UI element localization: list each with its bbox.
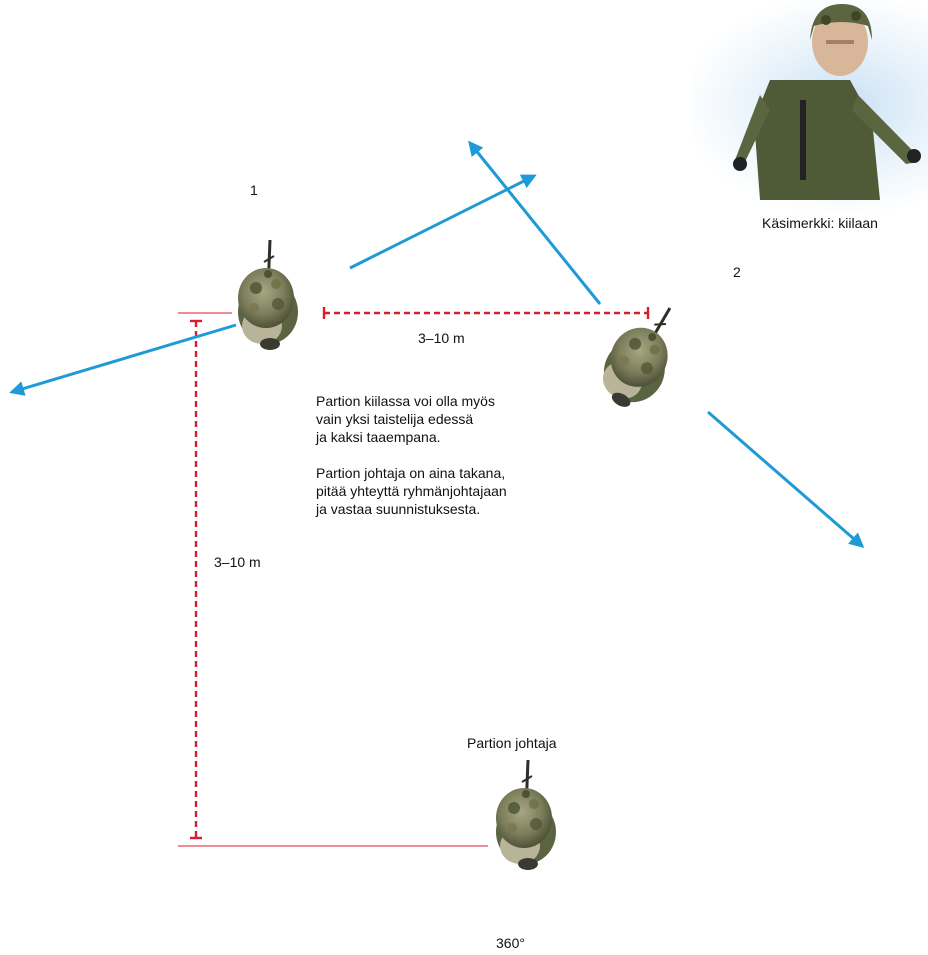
leader-figure (494, 758, 558, 872)
formation-notes: Partion kiilassa voi olla myös vain yksi… (316, 392, 507, 518)
note-line-3: ja kaksi taaempana. (316, 429, 441, 445)
note-line-2: vain yksi taistelija edessä (316, 411, 474, 427)
note-spacer (316, 446, 507, 464)
note-line-1: Partion kiilassa voi olla myös (316, 393, 495, 409)
soldier-2-figure (588, 291, 697, 420)
note-line-6: ja vastaa suunnistuksesta. (316, 501, 481, 517)
coverage-label: 360° (496, 935, 525, 951)
observation-arrows (9, 140, 865, 548)
note-line-4: Partion johtaja on aina takana, (316, 465, 506, 481)
hand-signal-soldier (733, 4, 921, 200)
soldier-1-label: 1 (250, 182, 258, 198)
soldier-1-figure (236, 238, 300, 352)
distance-markers (178, 307, 650, 847)
hand-signal-caption: Käsimerkki: kiilaan (762, 215, 878, 231)
vertical-distance-label: 3–10 m (214, 554, 261, 570)
horizontal-distance-label: 3–10 m (418, 330, 465, 346)
leader-label: Partion johtaja (467, 735, 557, 751)
note-line-5: pitää yhteyttä ryhmänjohtajaan (316, 483, 507, 499)
soldier-2-label: 2 (733, 264, 741, 280)
